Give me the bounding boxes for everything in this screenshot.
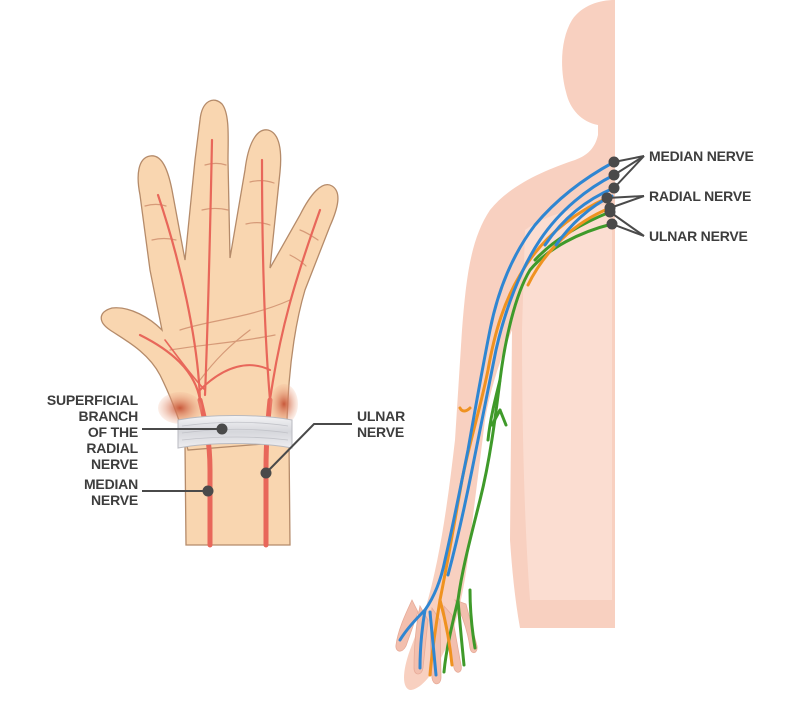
label-superficial-line-3: OF THE	[88, 424, 138, 440]
thenar-muscle	[158, 392, 202, 424]
hand-illustration	[100, 99, 339, 548]
label-hand-median-line-1: MEDIAN	[84, 476, 138, 492]
label-hand-median-line-2: NERVE	[91, 492, 138, 508]
label-hand-median: MEDIAN NERVE	[84, 476, 138, 508]
label-superficial-line-5: NERVE	[91, 456, 138, 472]
body-nerves	[398, 160, 616, 677]
label-hand-ulnar-line-2: NERVE	[357, 424, 404, 440]
label-body-median: MEDIAN NERVE	[649, 148, 754, 164]
forearm	[184, 439, 291, 546]
ligament-fibers	[181, 421, 289, 441]
label-superficial-line-1: SUPERFICIAL	[47, 392, 139, 408]
label-hand-ulnar-line-1: ULNAR	[357, 408, 405, 424]
palm	[100, 99, 339, 451]
palm-creases	[144, 162, 319, 381]
median-nerve-path	[398, 160, 616, 677]
label-superficial-line-2: BRANCH	[79, 408, 139, 424]
torso-highlight	[522, 205, 612, 600]
label-hand-ulnar: ULNAR NERVE	[357, 408, 405, 440]
label-body-ulnar: ULNAR NERVE	[649, 228, 748, 244]
label-superficial-line-4: RADIAL	[86, 440, 138, 456]
hand-pointers	[142, 423, 352, 497]
hypothenar-muscle	[270, 384, 298, 424]
label-superficial-branch: SUPERFICIAL BRANCH OF THE RADIAL NERVE	[47, 392, 139, 472]
body-pointers	[601, 155, 645, 237]
label-body-radial: RADIAL NERVE	[649, 188, 751, 204]
